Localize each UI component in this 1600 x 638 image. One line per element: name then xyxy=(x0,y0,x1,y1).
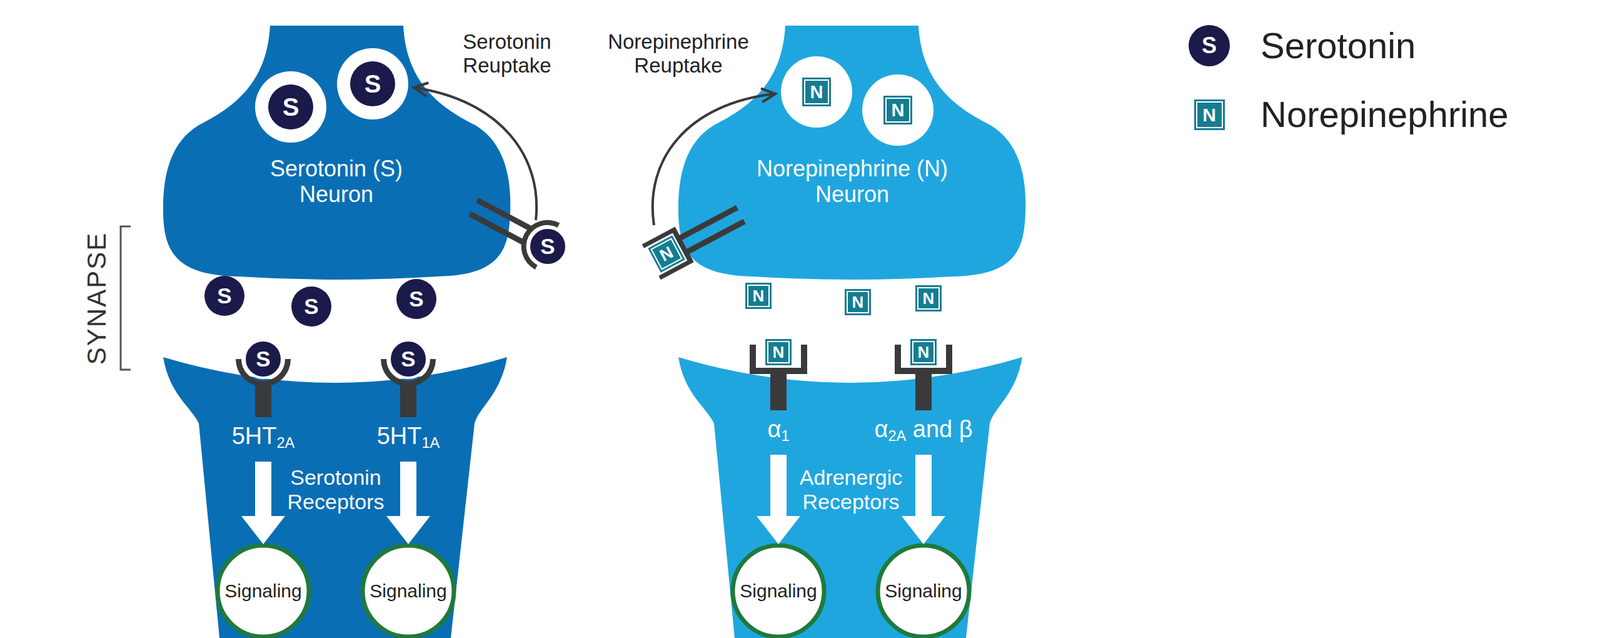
norepinephrine-molecule: N xyxy=(765,338,792,366)
label-holder: Norepinephrine Reuptake xyxy=(600,30,757,78)
receptor-stem xyxy=(400,380,417,418)
synapse-bracket xyxy=(120,226,131,370)
subscript: 1 xyxy=(780,427,790,444)
label-holder: S xyxy=(291,286,332,327)
label-holder: Serotonin Reuptake xyxy=(447,30,567,78)
receptor-label: 5HT2A xyxy=(225,422,301,457)
signaling-circle: Signaling xyxy=(875,542,972,638)
label-holder: SYNAPSE xyxy=(82,231,112,365)
norepinephrine-molecule: N xyxy=(883,95,913,125)
label-holder: S xyxy=(388,338,429,379)
norepinephrine-molecule: N xyxy=(1194,99,1225,131)
neuron-outline xyxy=(163,357,508,638)
neuron-outline xyxy=(678,25,1026,280)
label-holder: S xyxy=(243,338,284,379)
subscript: 2A xyxy=(276,434,295,451)
presynaptic-neuron: Serotonin (S) Neuron xyxy=(163,0,511,282)
neuron-outline xyxy=(163,25,511,280)
label-holder: S xyxy=(204,275,245,316)
norepinephrine-molecule: N xyxy=(915,285,942,312)
vesicle xyxy=(255,71,327,143)
legend-label: Serotonin xyxy=(1260,23,1416,68)
neuron-label: Adrenergic Receptors xyxy=(788,465,914,514)
serotonin-molecule: S xyxy=(396,278,437,319)
serotonin-molecule: S xyxy=(243,338,284,379)
callout-label: Norepinephrine Reuptake xyxy=(600,30,757,78)
vesicle xyxy=(862,74,934,146)
serotonin-molecule: S xyxy=(350,61,396,107)
label-holder: N xyxy=(765,338,792,366)
serotonin-molecule: S xyxy=(204,275,245,316)
signaling-label: Signaling xyxy=(369,579,447,603)
subscript: 2A xyxy=(887,427,906,444)
serotonin-molecule: S xyxy=(1188,25,1230,67)
signaling-circle: Signaling xyxy=(730,542,827,638)
bracket-label: SYNAPSE xyxy=(82,231,112,365)
receptor-label: 5HT1A xyxy=(370,422,446,457)
signaling-outline xyxy=(362,545,454,637)
label-holder: N xyxy=(910,338,937,366)
callout-label: Serotonin Reuptake xyxy=(447,30,567,78)
receptor-stem xyxy=(915,373,932,411)
neuron-label: Serotonin (S) Neuron xyxy=(251,155,421,208)
vesicle xyxy=(337,48,409,120)
serotonin-molecule: S xyxy=(527,226,568,267)
signaling-circle: Signaling xyxy=(360,542,457,638)
receptor-label: α1 xyxy=(740,415,816,450)
receptor-stem xyxy=(255,380,272,418)
signaling-circle: Signaling xyxy=(215,542,312,638)
signaling-label: Signaling xyxy=(884,579,962,603)
neuron-label: Norepinephrine (N) Neuron xyxy=(745,155,959,208)
label-holder: N xyxy=(915,285,942,312)
signaling-label: Signaling xyxy=(224,579,302,603)
label-holder: S xyxy=(527,226,568,267)
receptor-label: α2A and β xyxy=(870,415,977,450)
norepinephrine-molecule: N xyxy=(802,77,831,107)
label-holder: S xyxy=(350,61,396,107)
label-holder: N xyxy=(844,288,871,316)
label-holder: N xyxy=(652,240,681,268)
legend-entry: Serotonin xyxy=(1260,23,1416,68)
legend-label: Norepinephrine xyxy=(1260,92,1509,137)
norepinephrine-molecule: N xyxy=(745,282,772,309)
serotonin-molecule: S xyxy=(388,338,429,379)
neuron-shape xyxy=(163,0,511,282)
legend-entry: Norepinephrine xyxy=(1260,92,1509,137)
label-holder: S xyxy=(396,278,437,319)
receptor-stem xyxy=(770,373,787,411)
postsynaptic-neuron: Adrenergic Receptors α1 α2A and β Signaling… xyxy=(678,357,1023,638)
postsynaptic-neuron: Serotonin Receptors 5HT2A 5HT1A Signaling Si… xyxy=(163,357,508,638)
label-holder: N xyxy=(1194,99,1225,131)
label-holder: S xyxy=(268,84,314,130)
vesicle xyxy=(780,56,853,128)
subscript: 1A xyxy=(421,434,440,451)
signaling-outline xyxy=(732,545,825,637)
neuron-outline xyxy=(678,357,1023,638)
label-holder: S xyxy=(1188,25,1230,67)
norepinephrine-molecule: N xyxy=(910,338,937,366)
serotonin-molecule: S xyxy=(291,286,332,327)
signaling-outline xyxy=(217,545,309,637)
norepinephrine-molecule: N xyxy=(844,288,871,316)
label-holder: N xyxy=(802,77,831,107)
label-holder: N xyxy=(883,95,913,125)
serotonin-molecule: S xyxy=(268,84,314,130)
label-holder: N xyxy=(745,282,772,309)
neuron-label: Serotonin Receptors xyxy=(273,465,399,514)
norepinephrine-molecule: N xyxy=(647,235,686,273)
signaling-label: Signaling xyxy=(739,579,817,603)
signaling-outline xyxy=(877,545,970,637)
